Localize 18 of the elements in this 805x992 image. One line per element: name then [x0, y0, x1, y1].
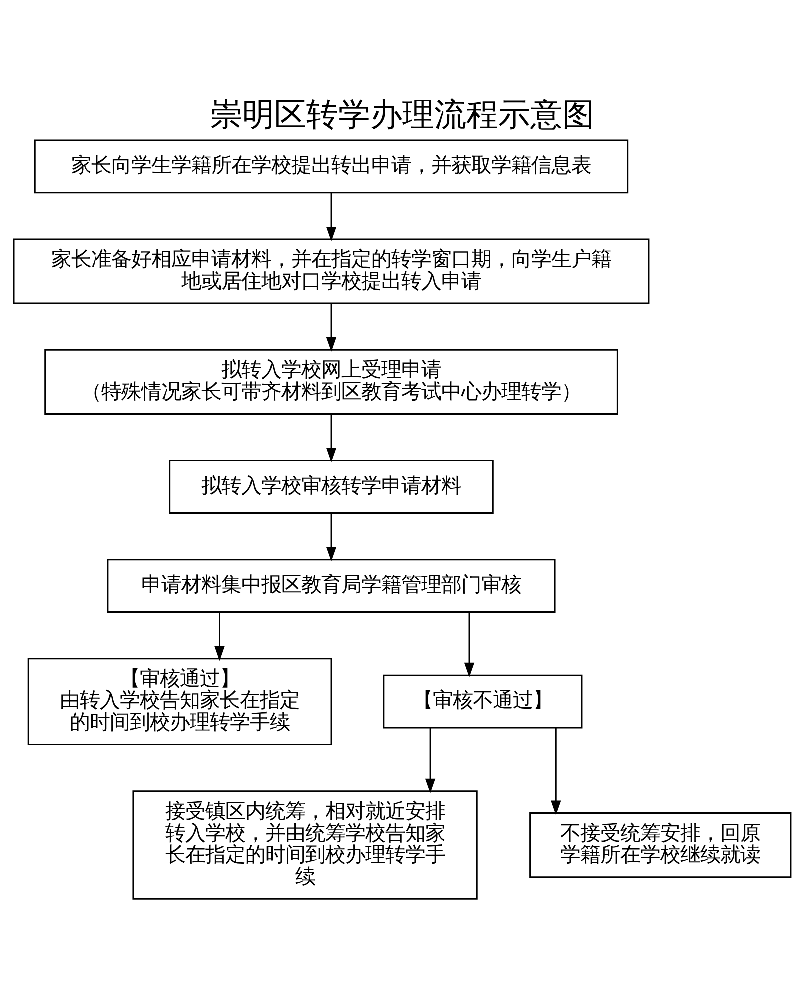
node-box: 【审核通过】 由转入学校告知家长在指定的时间到校办理转学手续	[28, 658, 332, 746]
arrow	[214, 612, 225, 661]
node-box: 【审核不通过】	[383, 674, 583, 728]
node-box: 家长向学生学籍所在学校提出转出申请，并获取学籍信息表	[34, 139, 629, 194]
node-box: 拟转入学校网上受理申请 （特殊情况家长可带齐材料到区教育考试中心办理转学）	[44, 348, 618, 414]
arrow	[464, 612, 475, 677]
arrow	[326, 513, 337, 562]
arrow	[326, 192, 337, 242]
diagram-title: 崇明区转学办理流程示意图	[210, 94, 594, 133]
arrow	[326, 304, 337, 352]
node-box: 申请材料集中报区教育局学籍管理部门审核	[107, 558, 556, 612]
node-box: 拟转入学校审核转学申请材料	[169, 460, 494, 514]
node-box: 家长准备好相应申请材料，并在指定的转学窗口期，向学生户籍地或居住地对口学校提出转入申请	[13, 238, 650, 304]
arrow	[326, 414, 337, 462]
node-box: 不接受统筹安排，回原学籍所在学校继续就读	[530, 812, 792, 878]
arrow	[425, 728, 436, 793]
node-box: 接受镇区内统筹，相对就近安排转入学校，并由统筹学校告知家长在指定的时间到校办理转学手续	[132, 790, 478, 900]
arrow	[551, 728, 562, 815]
